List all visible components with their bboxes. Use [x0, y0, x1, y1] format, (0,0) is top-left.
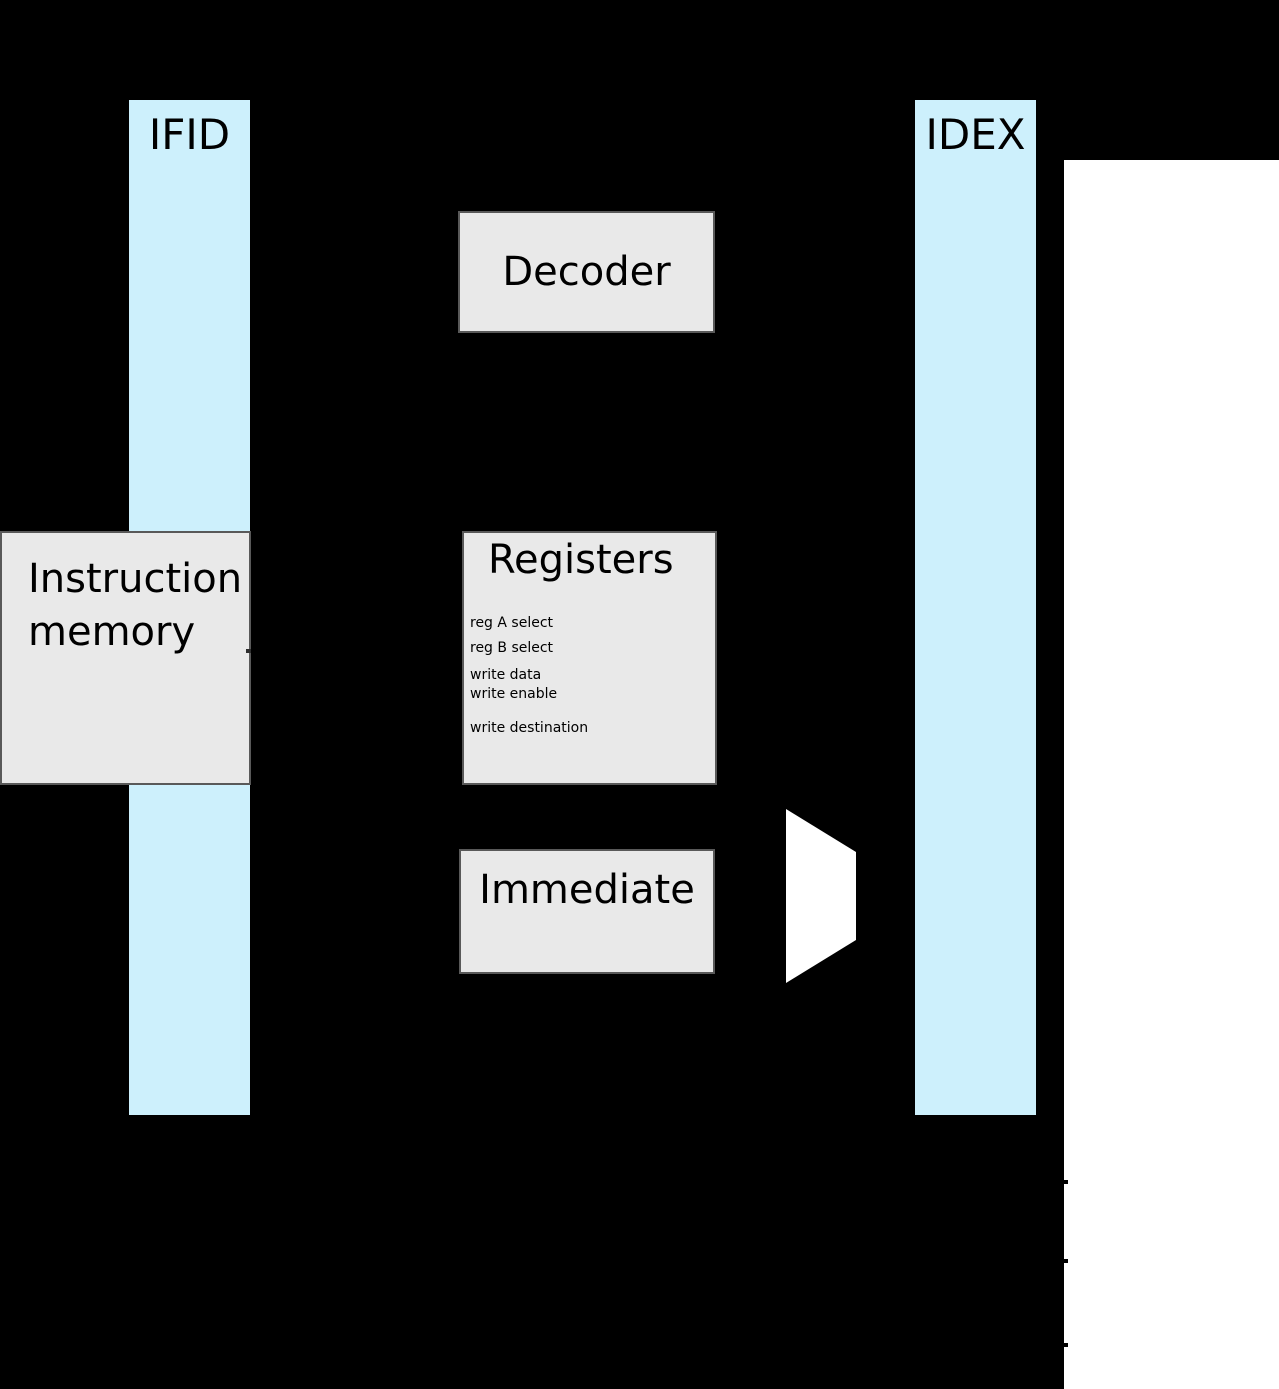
port-write-destination: write destination [470, 720, 589, 736]
registers-block: Registers reg A select reg B select writ… [462, 531, 717, 785]
pipeline-register-idex: IDEX [913, 98, 1038, 1117]
port-reg-b-select: reg B select [470, 640, 554, 656]
immediate-block: Immediate [459, 849, 715, 974]
ifid-label: IFID [148, 110, 231, 159]
wire-stub-instruction-out [246, 649, 251, 653]
port-reg-a-select: reg A select [470, 615, 554, 631]
port-write-enable: write enable [470, 686, 558, 702]
next-stage-panel [1064, 160, 1279, 1389]
instruction-memory-label: Instruction memory [28, 556, 243, 655]
wire-stub-panel-1 [1063, 1180, 1068, 1184]
decoder-label: Decoder [502, 249, 671, 295]
idex-label: IDEX [925, 110, 1026, 159]
mux-trapezoid [786, 809, 856, 983]
port-write-data: write data [470, 667, 542, 683]
immediate-label: Immediate [479, 867, 695, 913]
registers-label: Registers [488, 537, 674, 583]
decoder-block: Decoder [458, 211, 715, 333]
wire-stub-panel-2 [1063, 1259, 1068, 1263]
wire-stub-panel-3 [1063, 1343, 1068, 1347]
instruction-memory-block: Instruction memory [0, 531, 251, 785]
